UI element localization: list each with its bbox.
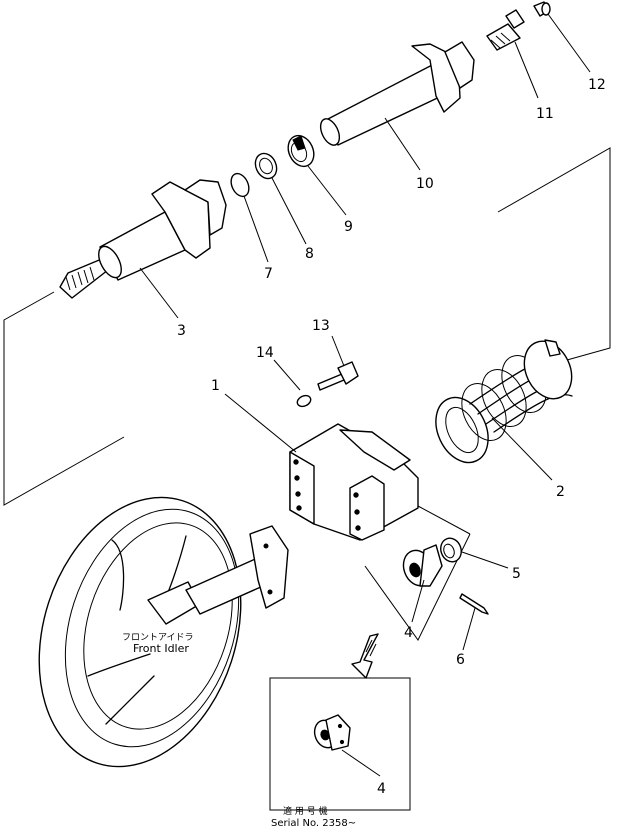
shaft-part-10 <box>319 41 475 146</box>
seal-part-9 <box>287 134 315 168</box>
assembly-outline <box>3 147 611 641</box>
label-part-11: 11 <box>536 106 554 122</box>
label-part-12: 12 <box>588 77 606 93</box>
o-ring-part-7 <box>230 172 250 198</box>
washer-part-14 <box>296 394 312 408</box>
serial-label-jp: 適 用 号 機 <box>283 805 328 817</box>
direction-arrow-icon <box>351 633 379 679</box>
leader-lines <box>139 13 591 777</box>
part-number-labels: 1 2 3 4 4 5 6 7 8 9 10 11 12 13 14 <box>177 77 606 797</box>
label-part-13: 13 <box>312 318 330 334</box>
label-part-14: 14 <box>256 345 274 361</box>
ring-part-8 <box>254 152 278 180</box>
label-part-10: 10 <box>416 176 434 192</box>
cap-part-12 <box>533 1 551 17</box>
label-part-2: 2 <box>556 484 565 500</box>
label-part-8: 8 <box>305 246 314 262</box>
bolt-part-13 <box>317 361 359 391</box>
label-part-4: 4 <box>404 625 413 641</box>
label-part-5: 5 <box>512 566 521 582</box>
label-part-9: 9 <box>344 219 353 235</box>
inset-box <box>269 677 411 811</box>
fitting-part-11 <box>486 9 525 51</box>
pin-part-6 <box>459 593 489 615</box>
serial-number: Serial No. 2358~ <box>271 818 356 828</box>
label-part-6: 6 <box>456 652 465 668</box>
bushing-part-4 <box>402 544 443 587</box>
yoke-part-1 <box>289 423 419 541</box>
bushing-part-4-variant <box>313 714 351 751</box>
washer-part-5 <box>440 537 462 563</box>
front-idler-label-jp: フロントアイドラ <box>122 632 194 643</box>
front-idler-label-en: Front Idler <box>133 642 189 655</box>
label-part-1: 1 <box>211 378 220 394</box>
label-part-3: 3 <box>177 323 186 339</box>
spring-part-2 <box>435 339 573 464</box>
label-part-7: 7 <box>264 266 273 282</box>
label-part-4-inset: 4 <box>377 781 386 797</box>
shaft-part-3 <box>59 179 227 299</box>
front-idler-wheel <box>38 496 289 768</box>
